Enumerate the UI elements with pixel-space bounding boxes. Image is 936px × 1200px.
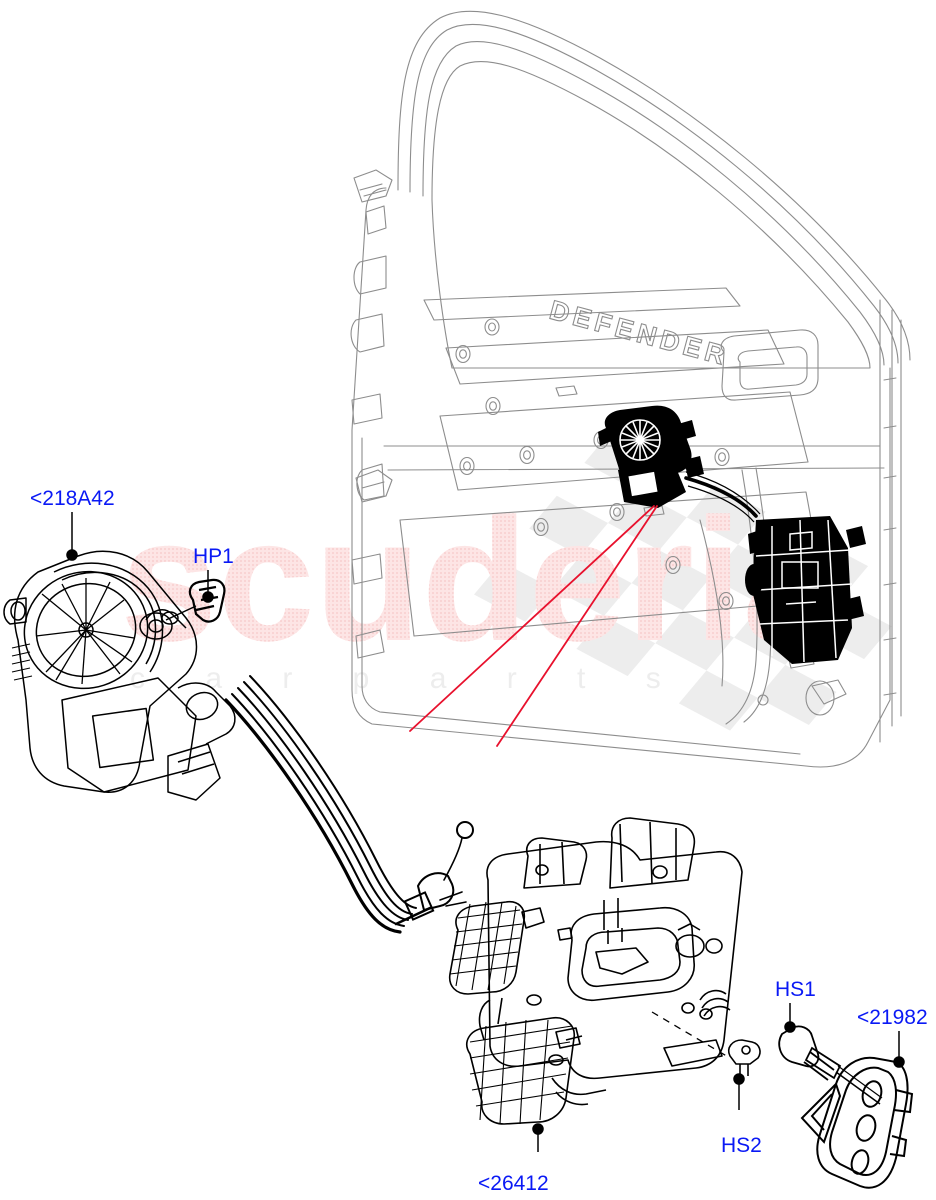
striker-bolt — [778, 1025, 883, 1105]
latch-module — [745, 516, 866, 664]
callout-label-HP1[interactable]: HP1 — [193, 545, 234, 568]
callout-label-HS2[interactable]: HS2 — [721, 1134, 762, 1157]
callout-label-HS1[interactable]: HS1 — [775, 978, 816, 1001]
callout-label-218A42[interactable]: <218A42 — [30, 487, 115, 510]
defender-badge-text: DEFENDER — [546, 295, 732, 372]
callout-label-26412[interactable]: <26412 — [478, 1172, 549, 1195]
callout-label-21982[interactable]: <21982 — [857, 1006, 928, 1029]
watermark-primary: scuderia — [120, 483, 841, 678]
striker — [800, 1056, 914, 1189]
watermark-secondary: c a r p a r t s — [130, 662, 687, 695]
door-actuator — [598, 405, 704, 508]
